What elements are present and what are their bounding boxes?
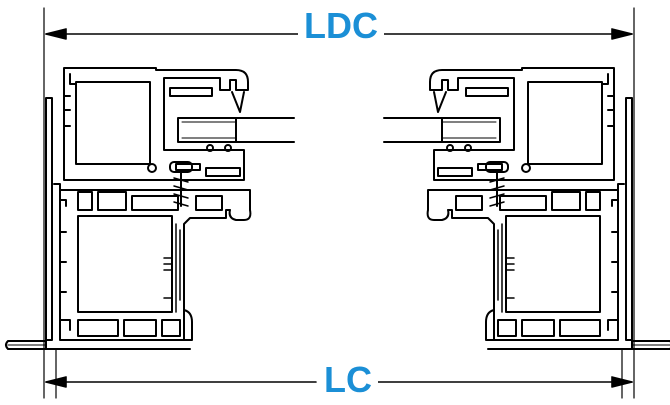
left-mullion-teeth <box>163 257 173 299</box>
lc-arrow-left <box>45 376 67 388</box>
left-small-chamber <box>175 163 201 171</box>
right-glazing-bead-chamber <box>437 167 473 177</box>
right-frame-top-chamber-2 <box>551 191 581 211</box>
left-sash-chamber-small <box>169 87 213 97</box>
right-frame-left-ribs <box>607 199 619 331</box>
left-frame-bottom-chamber-1 <box>77 319 119 337</box>
left-frame-left-ribs <box>59 199 71 331</box>
right-sash-rib <box>601 73 615 127</box>
left-screw <box>169 161 193 207</box>
left-small-hole-3 <box>224 144 232 152</box>
left-mullion-web <box>175 223 181 313</box>
left-sash-inner-chamber <box>75 81 151 165</box>
left-outer-strip <box>45 97 53 341</box>
right-small-chamber <box>477 163 503 171</box>
ldc-arrow-left <box>45 28 67 40</box>
left-sash-outer <box>63 67 249 181</box>
left-frame-top-chamber <box>77 191 93 211</box>
dimension-lines <box>43 7 635 399</box>
left-frame-top-chamber-4 <box>195 195 223 211</box>
right-frame-top-chamber-3 <box>499 195 547 211</box>
right-sash-chamber-small <box>465 87 509 97</box>
left-frame-main-chamber <box>77 215 173 313</box>
right-outer-strip <box>625 97 633 341</box>
left-sash-rib <box>63 73 77 127</box>
left-seal-wedge <box>231 91 245 113</box>
right-sash-outer <box>429 67 615 181</box>
right-mullion-web <box>497 223 503 313</box>
right-sash-inner-chamber <box>527 81 603 165</box>
right-small-hole-2 <box>464 144 472 152</box>
right-seal-wedge <box>433 91 447 113</box>
left-small-hole-1 <box>147 163 157 173</box>
right-profile-section <box>383 67 670 350</box>
right-frame-top-chamber <box>585 191 601 211</box>
right-mullion-teeth <box>505 257 515 299</box>
left-frame-outer <box>53 183 252 341</box>
ldc-arrow-right <box>611 28 633 40</box>
right-frame-outer <box>426 183 625 341</box>
lc-arrow-right <box>611 376 633 388</box>
right-small-hole-1 <box>521 163 531 173</box>
left-frame-bottom-lip <box>183 309 193 341</box>
ldc-dimension-label: LDC <box>298 8 384 44</box>
left-small-hole-2 <box>206 144 214 152</box>
left-profile-section <box>5 67 295 350</box>
left-frame-top-chamber-3 <box>131 195 179 211</box>
right-frame-bottom-chamber-3 <box>497 319 517 337</box>
right-frame-main-chamber <box>505 215 601 313</box>
right-frame-top-chamber-4 <box>455 195 483 211</box>
right-small-hole-3 <box>446 144 454 152</box>
right-frame-bottom-chamber-1 <box>559 319 601 337</box>
left-frame-bottom-chamber-3 <box>161 319 181 337</box>
left-frame-bottom-chamber-2 <box>123 319 157 337</box>
right-screw <box>485 161 509 207</box>
left-glazing-bead-chamber <box>205 167 241 177</box>
left-frame-top-chamber-2 <box>97 191 127 211</box>
lc-dimension-label: LC <box>318 362 378 398</box>
right-frame-bottom-lip <box>485 309 495 341</box>
right-frame-bottom-chamber-2 <box>521 319 555 337</box>
